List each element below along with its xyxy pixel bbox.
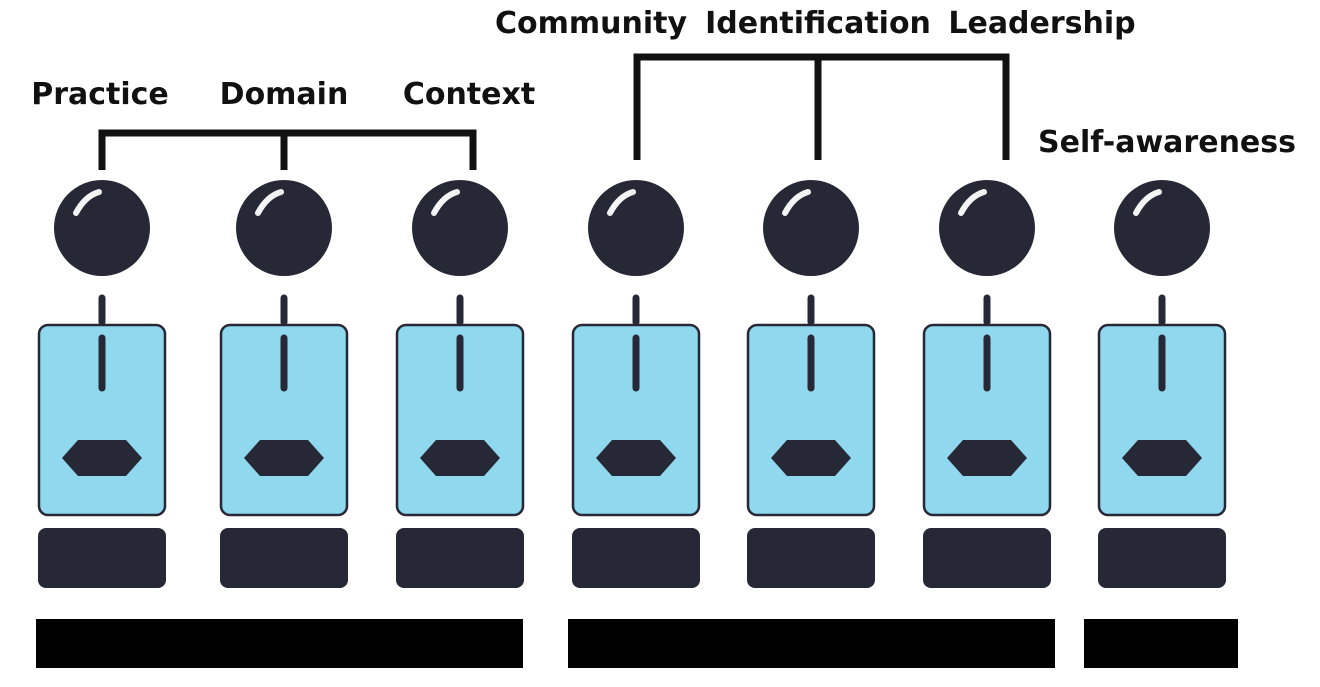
- bracket-group-2: [633, 53, 1010, 160]
- figure-5-head: [763, 180, 859, 276]
- label-domain: Domain: [219, 77, 349, 112]
- base-bar-group-3: [1084, 619, 1238, 668]
- figure-4-head: [588, 180, 684, 276]
- bracket-group-1: [98, 129, 477, 170]
- label-identification: Identification: [705, 6, 931, 41]
- figure-1-buckle: [62, 440, 142, 476]
- figure-3-head-highlight: [431, 189, 460, 216]
- label-community: Community: [494, 6, 688, 41]
- figure-6-feet: [923, 528, 1051, 588]
- figure-6-buckle: [947, 440, 1027, 476]
- figure-5-buckle: [771, 440, 851, 476]
- figure-6-head-highlight: [958, 189, 987, 216]
- label-practice: Practice: [31, 77, 169, 112]
- figure-7-feet: [1098, 528, 1226, 588]
- figure-1-feet: [38, 528, 166, 588]
- figure-2-buckle: [244, 440, 324, 476]
- label-context: Context: [402, 77, 536, 112]
- figure-5-head-highlight: [782, 189, 811, 216]
- figure-7-head-highlight: [1133, 189, 1162, 216]
- figure-2-feet: [220, 528, 348, 588]
- figure-1-head: [54, 180, 150, 276]
- figure-7-head: [1114, 180, 1210, 276]
- base-bar-group-1: [36, 619, 523, 668]
- figure-2-head: [236, 180, 332, 276]
- figure-3-buckle: [420, 440, 500, 476]
- label-leadership: Leadership: [948, 6, 1136, 41]
- figure-3-head: [412, 180, 508, 276]
- figure-5-feet: [747, 528, 875, 588]
- base-bar-group-2: [568, 619, 1055, 668]
- figure-6-head: [939, 180, 1035, 276]
- figure-2-head-highlight: [255, 189, 284, 216]
- figure-7-buckle: [1122, 440, 1202, 476]
- label-self-awareness: Self-awareness: [1038, 125, 1296, 160]
- figure-1-head-highlight: [73, 189, 102, 216]
- figure-4-feet: [572, 528, 700, 588]
- figure-4-buckle: [596, 440, 676, 476]
- figure-4-head-highlight: [607, 189, 636, 216]
- figure-3-feet: [396, 528, 524, 588]
